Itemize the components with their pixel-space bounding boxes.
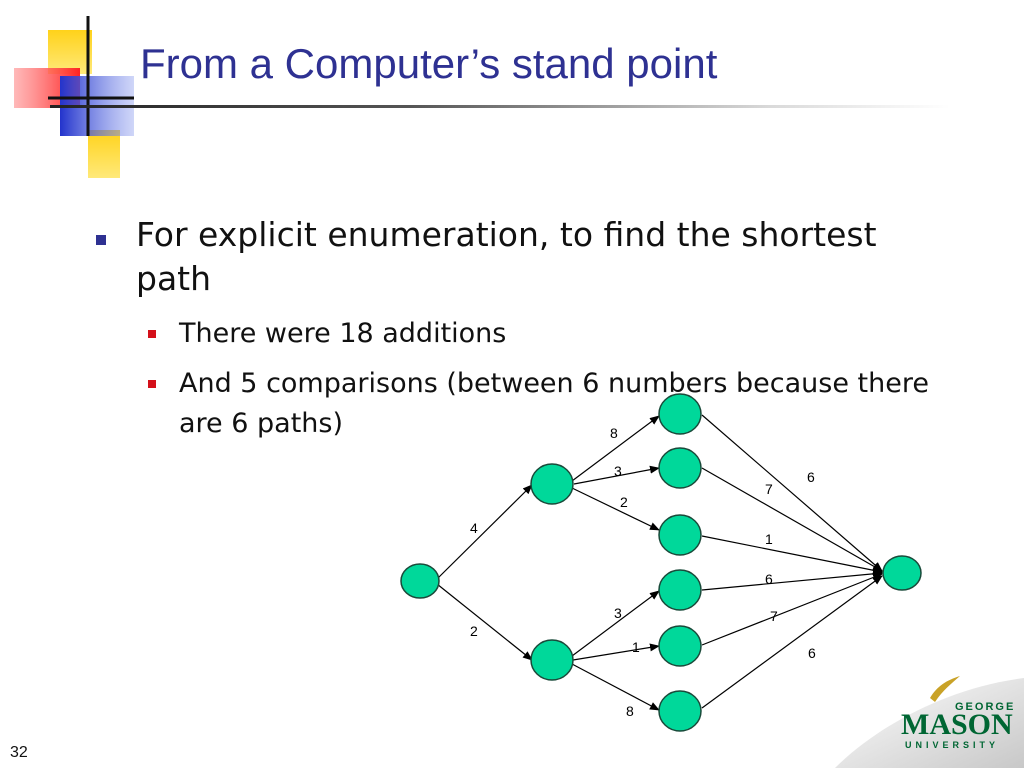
bullet-main: For explicit enumeration, to find the sh… <box>96 213 926 301</box>
title-underline <box>50 105 950 108</box>
weight-b-c6: 8 <box>626 703 634 719</box>
weight-c5-t: 7 <box>770 608 778 624</box>
logo-torch-flame-icon <box>930 676 960 702</box>
edge-c3-t <box>701 535 883 575</box>
sub-bullet-additions: There were 18 additions <box>148 314 938 354</box>
logo-swoosh-shape <box>835 678 1024 768</box>
weight-c2-t: 7 <box>765 481 773 497</box>
sub-bullet-comparisons: And 5 comparisons (between 6 numbers bec… <box>148 364 938 444</box>
edge-c2-t <box>701 467 883 572</box>
node-c4 <box>658 569 702 611</box>
logo-line-george: GEORGE <box>955 701 1015 713</box>
node-t <box>882 555 922 591</box>
sub-bullet-text: There were 18 additions <box>179 318 507 349</box>
weight-a-c3: 2 <box>620 494 628 510</box>
weight-b-c4: 3 <box>614 605 622 621</box>
edge-a-c1 <box>571 415 660 482</box>
edge-b-c5 <box>572 643 660 661</box>
logo-line-mason: MASON <box>901 708 1013 741</box>
sub-bullet-square-icon <box>148 380 156 388</box>
edge-c1-t <box>701 414 883 572</box>
slide-number: 32 <box>10 744 28 761</box>
edge-s-a <box>436 484 533 580</box>
weight-a-c1: 8 <box>610 425 618 441</box>
weight-c3-t: 1 <box>765 531 773 547</box>
edge-c6-t <box>701 575 883 709</box>
node-c5 <box>658 625 702 667</box>
edge-c4-t <box>701 569 883 591</box>
edge-a-c3 <box>571 487 660 531</box>
edge-c5-t <box>701 573 883 646</box>
weight-s-b: 2 <box>470 623 478 639</box>
edge-b-c6 <box>571 663 660 711</box>
weight-c1-t: 6 <box>807 469 815 485</box>
logo-line-university: UNIVERSITY <box>905 740 999 750</box>
weight-b-c5: 1 <box>632 639 640 655</box>
edge-s-b <box>436 583 533 661</box>
sub-bullet-text: And 5 comparisons (between 6 numbers bec… <box>179 368 929 439</box>
edge-a-c2 <box>573 465 660 485</box>
weight-c4-t: 6 <box>765 571 773 587</box>
sub-bullet-square-icon <box>148 330 156 338</box>
weight-a-c2: 3 <box>614 463 622 479</box>
node-c1 <box>658 393 702 435</box>
bullet-square-icon <box>96 235 106 245</box>
node-b <box>530 639 574 681</box>
node-c3 <box>658 514 702 556</box>
node-a <box>530 463 574 505</box>
node-c2 <box>658 447 702 489</box>
weight-s-a: 4 <box>470 520 478 536</box>
george-mason-logo: GEORGE MASON UNIVERSITY <box>835 676 1024 768</box>
slide-title: From a Computer’s stand point <box>140 40 718 87</box>
decorative-corner-blocks <box>14 16 134 178</box>
node-c6 <box>658 690 702 732</box>
node-s <box>400 563 440 599</box>
edge-b-c4 <box>571 590 660 657</box>
weight-c6-t: 6 <box>808 645 816 661</box>
bullet-main-text: For explicit enumeration, to find the sh… <box>136 215 877 298</box>
